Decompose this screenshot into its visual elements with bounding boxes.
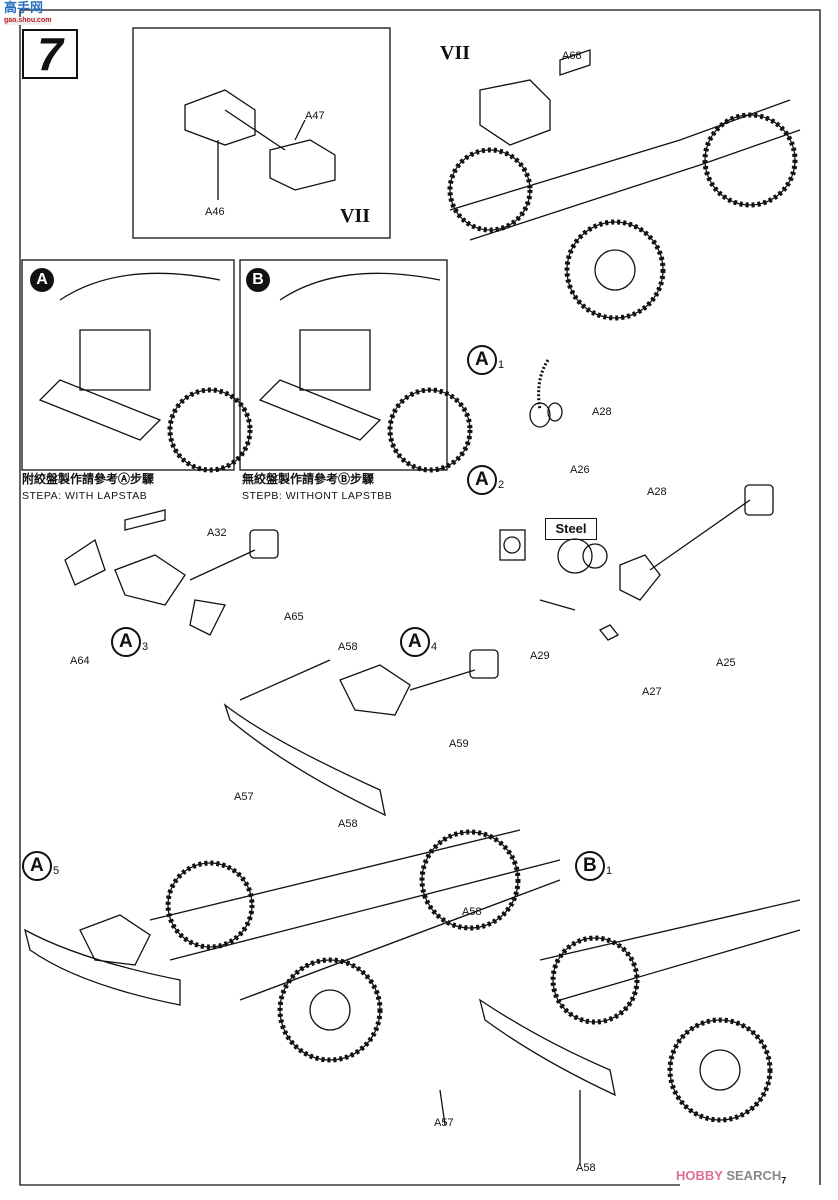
page-frame — [19, 9, 821, 1186]
inset-box — [132, 27, 391, 239]
part-label: A65 — [284, 611, 304, 623]
step-number: 7 — [22, 29, 78, 79]
option-b-badge: B — [246, 268, 270, 292]
option-a-box — [21, 259, 253, 473]
option-b-box — [239, 259, 473, 473]
part-label: A32 — [207, 527, 227, 539]
option-a-caption-en: STEPA: WITH LAPSTAB — [22, 490, 148, 502]
option-a-caption-cn: 附絞盤製作請參考Ⓐ步驟 — [22, 472, 155, 486]
steel-note: Steel — [545, 518, 597, 540]
option-b-caption-cn: 無絞盤製作請參考Ⓑ步驟 — [242, 472, 375, 486]
part-label: A58 — [338, 818, 358, 830]
a5-assembly — [24, 829, 561, 1063]
part-label: A26 — [570, 464, 590, 476]
a4-parts — [223, 649, 499, 817]
part-label: A58 — [462, 906, 482, 918]
roman-label: VII — [440, 42, 471, 64]
part-label: A46 — [205, 206, 225, 218]
part-label: A27 — [642, 686, 662, 698]
roman-label: VII — [340, 205, 371, 227]
b1-assembly — [439, 899, 801, 1165]
part-label: A58 — [576, 1162, 596, 1174]
part-label: A57 — [434, 1117, 454, 1129]
part-label: A58 — [338, 641, 358, 653]
a1-parts — [529, 359, 563, 428]
option-a-badge: A — [30, 268, 54, 292]
hobby-search-watermark: HOBBY SEARCH7 — [676, 1168, 787, 1186]
chassis-top — [447, 49, 801, 321]
a3-parts — [64, 509, 279, 636]
option-b-caption-en: STEPB: WITHONT LAPSTBB — [242, 490, 393, 502]
part-label: A28 — [592, 406, 612, 418]
a2-parts — [499, 484, 774, 641]
part-label: A25 — [716, 657, 736, 669]
part-label: A47 — [305, 110, 325, 122]
part-label: A29 — [530, 650, 550, 662]
part-label: A28 — [647, 486, 667, 498]
part-label: A57 — [234, 791, 254, 803]
part-label: A68 — [562, 50, 582, 62]
part-label: A59 — [449, 738, 469, 750]
part-label: A64 — [70, 655, 90, 667]
